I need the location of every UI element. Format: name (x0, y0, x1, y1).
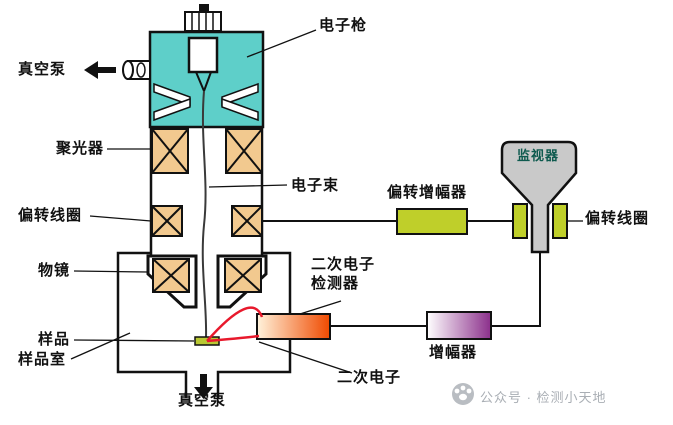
deflection-coil-right-label: 偏转线圈 (585, 210, 650, 227)
amplifier-box (426, 311, 492, 340)
gun-filament-cap (184, 4, 222, 32)
scan-coil-right (231, 205, 263, 237)
amplifier-label: 增幅器 (429, 344, 478, 361)
vacuum-pipe (122, 60, 151, 80)
se-detector-label-line1: 二次电子 (311, 256, 376, 273)
specimen-chamber-label: 样品室 (18, 351, 67, 368)
condenser-lens-right (225, 128, 263, 174)
objective-lens-left (146, 254, 198, 309)
electron-gun-cathode (187, 36, 219, 92)
secondary-electron-trajectories (206, 306, 264, 343)
secondary-electrons-label: 二次电子 (337, 369, 402, 386)
chamber-wall-left (116, 251, 188, 398)
deflection-amplifier-label: 偏转增幅器 (387, 184, 468, 201)
se-detector-label-line2: 检测器 (311, 274, 360, 292)
specimen-label: 样品 (38, 331, 71, 348)
deflection-coil-left-label: 偏转线圈 (18, 207, 83, 224)
deflection-amplifier-box (396, 208, 468, 235)
wire-amplifier-to-crt (491, 253, 541, 327)
electron-beam-path (201, 90, 208, 338)
monitor-label: 监视器 (517, 148, 560, 163)
objective-lens-right (216, 254, 268, 309)
crt-deflection-coil-left (512, 203, 528, 239)
anode-aperture-plates (153, 82, 259, 122)
crt-deflection-coil-right (552, 203, 568, 239)
vacuum-pump-bottom-arrow (194, 374, 213, 399)
condenser-lens-label: 聚光器 (56, 140, 105, 157)
vacuum-pump-bottom-label: 真空泵 (178, 392, 227, 409)
condenser-lens-left (151, 128, 189, 174)
se-detector-label: 二次电子 检测器 (311, 256, 375, 294)
objective-lens-label: 物镜 (38, 262, 71, 279)
watermark-logo (452, 383, 474, 405)
electron-gun-label: 电子枪 (319, 17, 368, 34)
secondary-electron-detector (256, 313, 331, 340)
scan-coil-left (151, 205, 183, 237)
vacuum-pump-top-arrow (84, 61, 116, 79)
crt-monitor (500, 140, 578, 254)
label-pointer-lines (70, 29, 583, 374)
chamber-wall-right (216, 251, 292, 398)
vacuum-pump-top-label: 真空泵 (18, 61, 67, 78)
watermark-text: 公众号 · 检测小天地 (480, 390, 607, 405)
electron-beam-label: 电子束 (291, 177, 340, 194)
